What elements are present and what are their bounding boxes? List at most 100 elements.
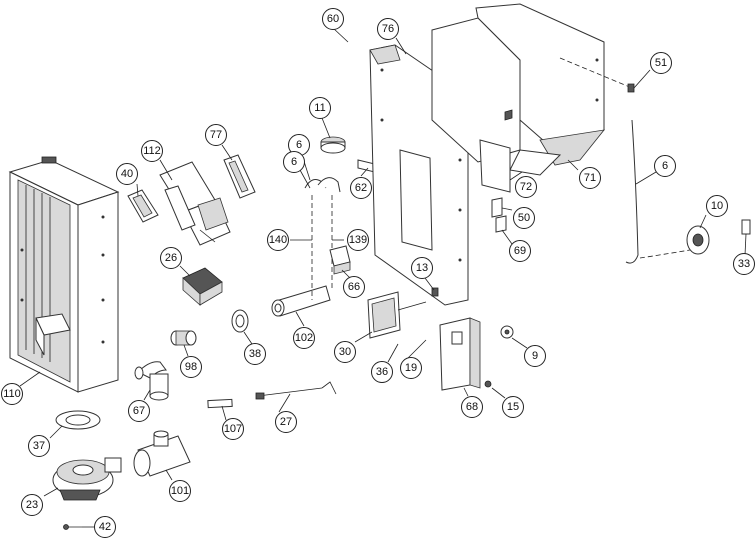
svg-text:6: 6 — [662, 160, 668, 172]
svg-text:140: 140 — [269, 234, 287, 246]
callout-9: 9 — [524, 345, 546, 367]
svg-text:101: 101 — [171, 485, 189, 497]
svg-text:27: 27 — [280, 416, 292, 428]
callout-69: 69 — [509, 240, 531, 262]
callout-77: 77 — [205, 124, 227, 146]
callout-36: 36 — [371, 361, 393, 383]
part-51-6-cable — [559, 57, 691, 264]
callout-110: 110 — [1, 383, 23, 405]
callout-66: 66 — [343, 276, 365, 298]
callout-140: 140 — [267, 229, 289, 251]
part-107-rod — [207, 398, 233, 409]
svg-text:69: 69 — [514, 245, 526, 257]
callout-33: 33 — [733, 253, 755, 275]
part-26-switch — [182, 267, 223, 306]
callout-50: 50 — [513, 207, 535, 229]
callout-19: 19 — [400, 357, 422, 379]
callout-112: 112 — [141, 140, 163, 162]
part-98-connector — [170, 330, 197, 346]
callout-40: 40 — [116, 163, 138, 185]
svg-text:72: 72 — [520, 181, 532, 193]
callout-76: 76 — [377, 18, 399, 40]
callout-102: 102 — [293, 327, 315, 349]
svg-text:102: 102 — [295, 332, 313, 344]
callout-15: 15 — [502, 396, 524, 418]
svg-text:42: 42 — [99, 521, 111, 533]
callout-72: 72 — [515, 176, 537, 198]
svg-text:13: 13 — [416, 262, 428, 274]
callout-10: 10 — [706, 195, 728, 217]
part-11-cap — [320, 136, 346, 154]
callout-27: 27 — [275, 411, 297, 433]
callout-6-middle: 6 — [283, 151, 305, 173]
callout-11: 11 — [309, 97, 331, 119]
callout-13: 13 — [411, 257, 433, 279]
part-6-clamps — [304, 177, 341, 300]
svg-text:23: 23 — [26, 499, 38, 511]
svg-text:76: 76 — [382, 23, 394, 35]
svg-text:30: 30 — [339, 346, 351, 358]
callout-42: 42 — [94, 516, 116, 538]
callout-60: 60 — [322, 8, 344, 30]
svg-text:38: 38 — [249, 348, 261, 360]
part-77-bracket — [223, 154, 256, 199]
part-101-tee — [133, 430, 191, 477]
part-38-washer — [231, 309, 249, 333]
svg-text:67: 67 — [133, 405, 145, 417]
part-13-screw — [431, 287, 439, 297]
callout-26: 26 — [160, 247, 182, 269]
svg-text:40: 40 — [121, 168, 133, 180]
part-112-bracket — [159, 161, 231, 246]
svg-text:15: 15 — [507, 401, 519, 413]
callout-30: 30 — [334, 341, 356, 363]
callout-71: 71 — [579, 167, 601, 189]
part-102-tube — [271, 285, 331, 317]
svg-text:37: 37 — [33, 440, 45, 452]
callout-62: 62 — [350, 177, 372, 199]
callout-139: 139 — [347, 229, 369, 251]
part-40-plate — [127, 189, 159, 223]
part-66-bracket — [329, 245, 351, 275]
callout-6-right: 6 — [654, 155, 676, 177]
part-69-bracket — [495, 215, 507, 233]
svg-text:71: 71 — [584, 172, 596, 184]
svg-text:66: 66 — [348, 281, 360, 293]
svg-text:9: 9 — [532, 350, 538, 362]
callout-51: 51 — [650, 52, 672, 74]
part-37-ring — [55, 410, 101, 430]
callout-101: 101 — [169, 480, 191, 502]
callout-23: 23 — [21, 494, 43, 516]
part-68-plate — [439, 317, 481, 391]
svg-text:19: 19 — [405, 362, 417, 374]
svg-text:11: 11 — [314, 102, 325, 114]
callout-98: 98 — [180, 356, 202, 378]
part-110-cabinet — [8, 156, 120, 393]
part-33-plug — [741, 219, 751, 235]
part-9-connector — [500, 325, 514, 339]
svg-text:6: 6 — [291, 156, 297, 168]
svg-text:60: 60 — [327, 13, 339, 25]
callout-38: 38 — [244, 343, 266, 365]
svg-text:98: 98 — [185, 361, 197, 373]
svg-text:6: 6 — [296, 139, 302, 151]
svg-text:77: 77 — [210, 129, 222, 141]
callout-107: 107 — [222, 418, 244, 440]
svg-text:112: 112 — [143, 145, 161, 157]
svg-text:36: 36 — [376, 366, 388, 378]
svg-text:139: 139 — [349, 234, 367, 246]
svg-text:107: 107 — [224, 423, 242, 435]
svg-text:110: 110 — [3, 388, 21, 400]
part-30-board — [367, 291, 427, 339]
part-50-bracket — [491, 197, 503, 218]
part-27-cable — [255, 381, 337, 400]
part-23-blower — [52, 457, 122, 501]
callout-67: 67 — [128, 400, 150, 422]
svg-text:68: 68 — [466, 401, 478, 413]
svg-text:33: 33 — [738, 258, 750, 270]
part-15-fastener — [484, 380, 492, 388]
part-71-72-hood — [431, 3, 605, 193]
svg-text:51: 51 — [655, 57, 667, 69]
svg-text:10: 10 — [711, 200, 723, 212]
